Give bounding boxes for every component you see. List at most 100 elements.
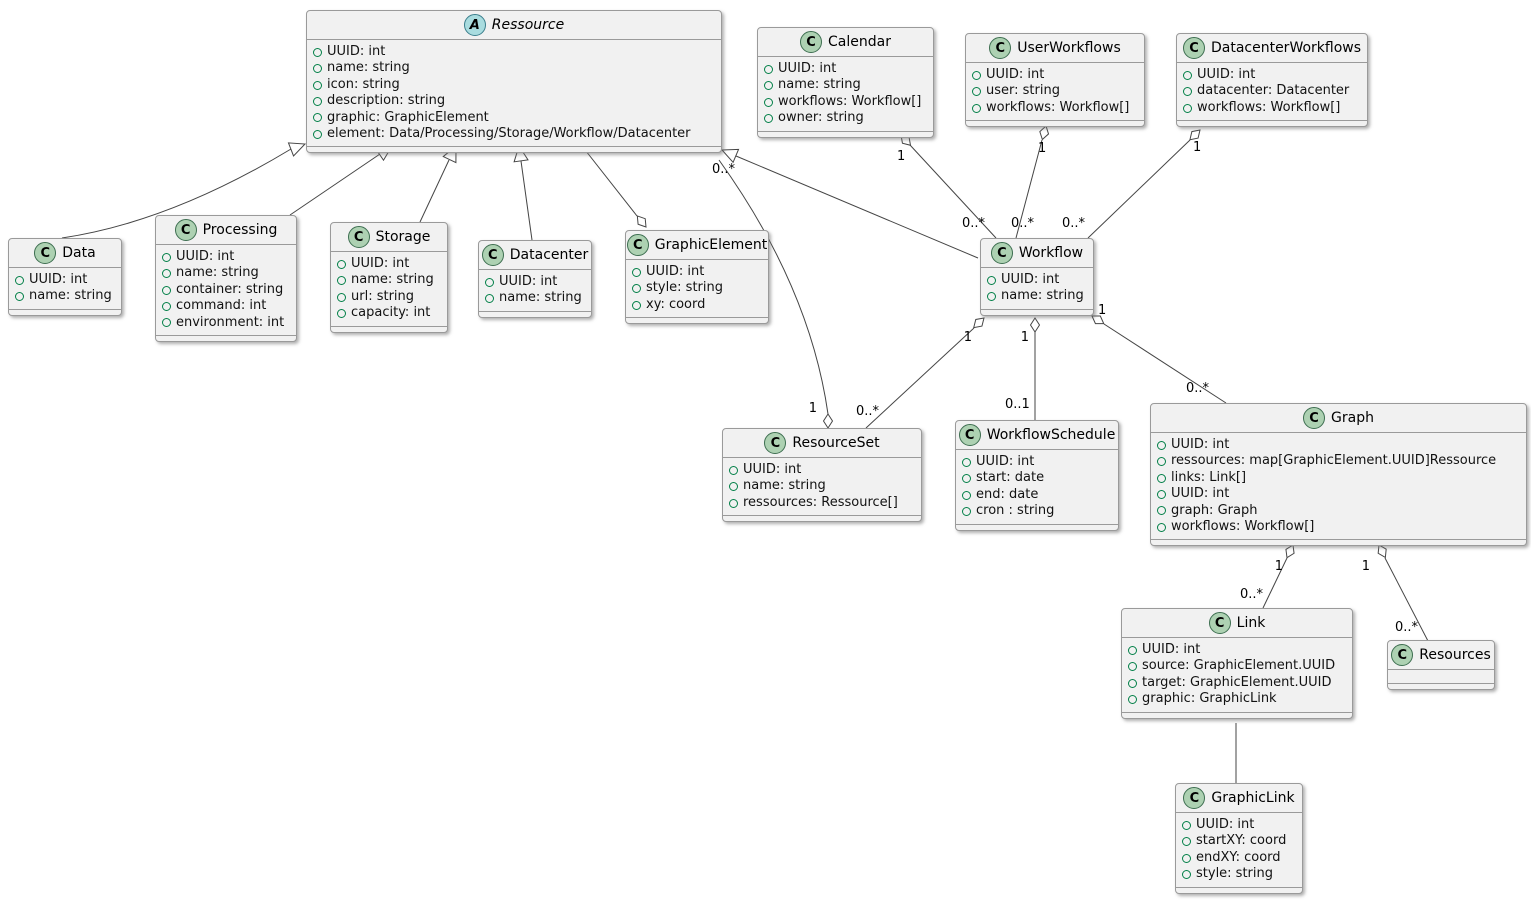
methods-compartment bbox=[966, 121, 1144, 126]
fields-compartment: UUID: int name: string icon: string desc… bbox=[307, 40, 721, 148]
field-visibility-icon bbox=[987, 292, 996, 302]
field-row: container: string bbox=[162, 282, 290, 298]
methods-compartment bbox=[1176, 888, 1302, 893]
class-title: C ResourceSet bbox=[723, 429, 921, 458]
field-text: name: string bbox=[176, 265, 259, 281]
field-visibility-icon bbox=[1157, 457, 1166, 467]
class-title: C Storage bbox=[331, 223, 447, 252]
class-icon: C bbox=[174, 219, 197, 241]
field-visibility-icon bbox=[987, 275, 996, 285]
field-visibility-icon bbox=[632, 284, 641, 294]
class-title: C Workflow bbox=[981, 239, 1093, 268]
class-title: C Resources bbox=[1388, 641, 1494, 670]
field-visibility-icon bbox=[485, 277, 494, 287]
multiplicity-label: 0..* bbox=[712, 162, 736, 177]
field-visibility-icon bbox=[15, 275, 24, 285]
class-name: Datacenter bbox=[509, 247, 589, 263]
field-row: name: string bbox=[729, 478, 915, 494]
field-text: name: string bbox=[29, 288, 112, 304]
field-text: UUID: int bbox=[976, 454, 1035, 469]
edge-processing-ressource bbox=[289, 153, 381, 216]
class-box-resourceset: C ResourceSet UUID: int name: string res… bbox=[722, 428, 922, 523]
class-name: WorkflowSchedule bbox=[986, 427, 1116, 443]
class-name: UserWorkflows bbox=[1017, 40, 1121, 56]
field-visibility-icon bbox=[1157, 440, 1166, 450]
edge-userworkflows-workflow bbox=[1015, 139, 1043, 239]
fields-compartment: UUID: int start: date end: date cron : s… bbox=[956, 450, 1118, 525]
field-text: container: string bbox=[176, 281, 284, 297]
class-name: Calendar bbox=[828, 34, 891, 50]
multiplicity-label: 0..* bbox=[1240, 587, 1264, 602]
field-row: user: string bbox=[972, 83, 1138, 99]
multiplicity-label: 1 bbox=[1021, 330, 1029, 345]
field-text: style: string bbox=[646, 280, 724, 296]
field-text: icon: string bbox=[327, 76, 400, 92]
class-title: C DatacenterWorkflows bbox=[1177, 34, 1367, 63]
field-visibility-icon bbox=[764, 113, 773, 123]
field-text: name: string bbox=[778, 77, 861, 93]
fields-compartment: UUID: int name: string workflows: Workfl… bbox=[758, 57, 933, 132]
class-icon: C bbox=[34, 242, 57, 264]
fields-compartment: UUID: int name: string ressources: Resso… bbox=[723, 458, 921, 517]
field-text: capacity: int bbox=[351, 305, 431, 321]
multiplicity-label: 0..* bbox=[1011, 216, 1035, 231]
field-text: source: GraphicElement.UUID bbox=[1142, 658, 1336, 674]
class-name: Data bbox=[62, 245, 96, 261]
field-visibility-icon bbox=[337, 292, 346, 302]
field-visibility-icon bbox=[729, 482, 738, 492]
field-visibility-icon bbox=[1128, 694, 1137, 704]
field-visibility-icon bbox=[962, 474, 971, 484]
class-box-workflow: C Workflow UUID: int name: string bbox=[980, 238, 1094, 316]
field-row: graphic: GraphicLink bbox=[1128, 691, 1346, 707]
field-visibility-icon bbox=[1157, 522, 1166, 532]
field-text: UUID: int bbox=[1196, 817, 1255, 832]
field-row: style: string bbox=[1182, 866, 1296, 882]
field-text: UUID: int bbox=[351, 256, 410, 271]
class-title: A Ressource bbox=[307, 11, 721, 40]
methods-compartment bbox=[1151, 540, 1526, 545]
field-row: description: string bbox=[313, 93, 715, 109]
field-text: UUID: int bbox=[743, 462, 802, 477]
field-visibility-icon bbox=[632, 267, 641, 277]
aggregation-diamond-icon bbox=[1189, 129, 1201, 141]
methods-compartment bbox=[307, 147, 721, 152]
fields-compartment: UUID: int name: string container: string… bbox=[156, 245, 296, 337]
methods-compartment bbox=[1177, 121, 1367, 126]
aggregation-diamond-icon bbox=[1285, 544, 1295, 559]
field-row: name: string bbox=[15, 288, 115, 304]
field-row: command: int bbox=[162, 298, 290, 314]
class-icon: C bbox=[626, 234, 649, 256]
field-text: UUID: int bbox=[176, 249, 235, 264]
fields-compartment: UUID: int ressources: map[GraphicElement… bbox=[1151, 433, 1526, 541]
field-row: ressources: map[GraphicElement.UUID]Ress… bbox=[1157, 453, 1520, 469]
field-row: xy: coord bbox=[632, 297, 762, 313]
fields-compartment: UUID: int style: string xy: coord bbox=[626, 260, 768, 319]
methods-compartment bbox=[1388, 684, 1494, 689]
field-text: target: GraphicElement.UUID bbox=[1142, 674, 1332, 690]
fields-compartment: UUID: int name: string url: string capac… bbox=[331, 252, 447, 327]
multiplicity-label: 1 bbox=[1362, 559, 1370, 574]
methods-compartment bbox=[479, 312, 591, 317]
field-visibility-icon bbox=[729, 498, 738, 508]
field-visibility-icon bbox=[1157, 473, 1166, 483]
field-visibility-icon bbox=[15, 292, 24, 302]
class-box-graphiclink: C GraphicLink UUID: int startXY: coord e… bbox=[1175, 783, 1303, 894]
field-row: UUID: int bbox=[962, 454, 1112, 470]
multiplicity-label: 1 bbox=[1038, 141, 1046, 156]
field-text: environment: int bbox=[176, 314, 285, 330]
field-text: UUID: int bbox=[1171, 437, 1230, 452]
class-name: GraphicLink bbox=[1211, 790, 1295, 806]
class-icon: C bbox=[989, 37, 1012, 59]
class-title: C Calendar bbox=[758, 28, 933, 57]
fields-compartment: UUID: int user: string workflows: Workfl… bbox=[966, 63, 1144, 122]
field-visibility-icon bbox=[313, 64, 322, 74]
field-visibility-icon bbox=[1128, 662, 1137, 672]
field-visibility-icon bbox=[337, 276, 346, 286]
class-box-ressource: A Ressource UUID: int name: string icon:… bbox=[306, 10, 722, 154]
generalization-arrowhead-icon bbox=[287, 142, 307, 157]
field-row: UUID: int bbox=[1128, 642, 1346, 658]
field-row: graphic: GraphicElement bbox=[313, 110, 715, 126]
field-row: icon: string bbox=[313, 77, 715, 93]
methods-compartment bbox=[981, 310, 1093, 315]
class-box-link: C Link UUID: int source: GraphicElement.… bbox=[1121, 608, 1353, 719]
